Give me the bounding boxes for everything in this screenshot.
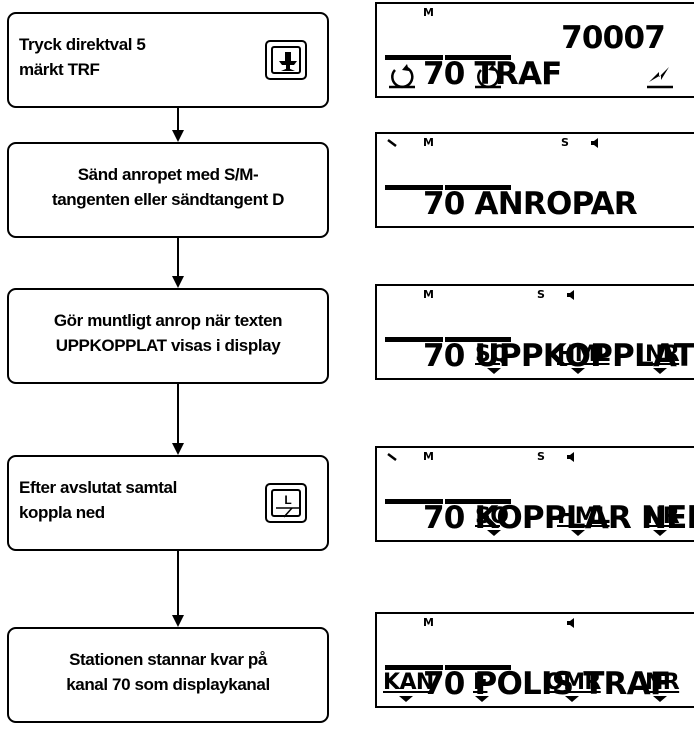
- display-underline: [445, 185, 511, 190]
- rotary-knob-left-icon: [389, 64, 415, 89]
- softkey-pointer: [571, 530, 585, 536]
- speaker-icon: [567, 618, 574, 628]
- softkey-pointer: [487, 368, 501, 374]
- softkey-kan[interactable]: KAN: [383, 670, 434, 695]
- flow-step-1: Tryck direktval 5 märkt TRF: [7, 12, 329, 108]
- softkey-sq[interactable]: SQ: [475, 342, 509, 367]
- softkey-pointer: [653, 368, 667, 374]
- softkey-nr[interactable]: NR: [645, 670, 680, 695]
- softkey-hml[interactable]: HML: [557, 504, 610, 529]
- radio-display-2: M S 70 ANROPAR: [375, 132, 694, 228]
- mode-indicator-m: M: [423, 616, 434, 629]
- softkey-f[interactable]: F: [473, 670, 488, 695]
- mode-indicator-m: M: [423, 450, 434, 463]
- step-2-text: Sänd anropet med S/M- tangenten eller sä…: [51, 165, 285, 209]
- speaker-icon: [567, 290, 574, 300]
- display-main-text: 70 ANROPAR: [422, 186, 638, 222]
- flow-arrow-2: [172, 238, 184, 288]
- softkey-pointer: [571, 368, 585, 374]
- svg-text:L: L: [284, 493, 291, 507]
- flow-arrow-3: [172, 384, 184, 455]
- softkey-sq[interactable]: SQ: [475, 504, 509, 529]
- softkey-pointer: [653, 530, 667, 536]
- mode-indicator-s: S: [561, 136, 569, 149]
- flow-arrow-4: [172, 551, 184, 627]
- display-underline: [445, 337, 511, 342]
- display-underline: [445, 499, 511, 504]
- softkey-pointer: [487, 530, 501, 536]
- flow-step-3: Gör muntligt anrop när texten UPPKOPPLAT…: [7, 288, 329, 384]
- flow-step-5: Stationen stannar kvar på kanal 70 som d…: [7, 627, 329, 723]
- flow-step-4: Efter avslutat samtal koppla ned L: [7, 455, 329, 551]
- trf-direct-key-icon: [265, 40, 307, 80]
- display-underline: [385, 665, 443, 670]
- mode-indicator-m: M: [423, 6, 434, 19]
- speaker-icon: [567, 452, 574, 462]
- display-underline: [445, 55, 511, 60]
- step-1-text: Tryck direktval 5 märkt TRF: [19, 35, 146, 79]
- flow-step-2: Sänd anropet med S/M- tangenten eller sä…: [7, 142, 329, 238]
- softkey-omr[interactable]: OMR: [545, 670, 601, 695]
- display-right-number: 70007: [561, 20, 666, 56]
- radio-display-3: M S 70 UPPKOPPLAT SQ HML NR: [375, 284, 694, 380]
- display-underline: [385, 55, 443, 60]
- mode-indicator-m: M: [423, 136, 434, 149]
- mode-indicator-m: M: [423, 288, 434, 301]
- flow-arrow-1: [172, 108, 184, 142]
- speaker-icon: [591, 138, 598, 148]
- radio-display-5: M 70 POLIS TRAF KAN F OMR NR: [375, 612, 694, 708]
- softkey-nr[interactable]: NR: [645, 504, 680, 529]
- rotary-knob-right-icon: [475, 64, 501, 89]
- radio-display-4: M S 70 KOPPLAR NED SQ HML NR: [375, 446, 694, 542]
- hangup-key-icon: L: [265, 483, 307, 523]
- softkey-pointer: [653, 696, 667, 702]
- display-underline: [385, 337, 443, 342]
- transmit-indicator-icon: [387, 453, 397, 461]
- mode-indicator-s: S: [537, 450, 545, 463]
- mode-indicator-s: S: [537, 288, 545, 301]
- display-underline: [385, 185, 443, 190]
- transmit-indicator-icon: [387, 139, 397, 147]
- display-underline: [385, 499, 443, 504]
- softkey-nr[interactable]: NR: [645, 342, 680, 367]
- display-underline: [445, 665, 511, 670]
- softkey-pointer: [399, 696, 413, 702]
- step-5-text: Stationen stannar kvar på kanal 70 som d…: [66, 650, 270, 694]
- signal-bolt-icon: [647, 67, 673, 89]
- step-3-text: Gör muntligt anrop när texten UPPKOPPLAT…: [53, 311, 283, 355]
- softkey-pointer: [475, 696, 489, 702]
- step-4-text: Efter avslutat samtal koppla ned: [19, 478, 177, 522]
- softkey-pointer: [565, 696, 579, 702]
- softkey-hml[interactable]: HML: [557, 342, 610, 367]
- radio-display-1: M 70 TRAF 70007: [375, 2, 694, 98]
